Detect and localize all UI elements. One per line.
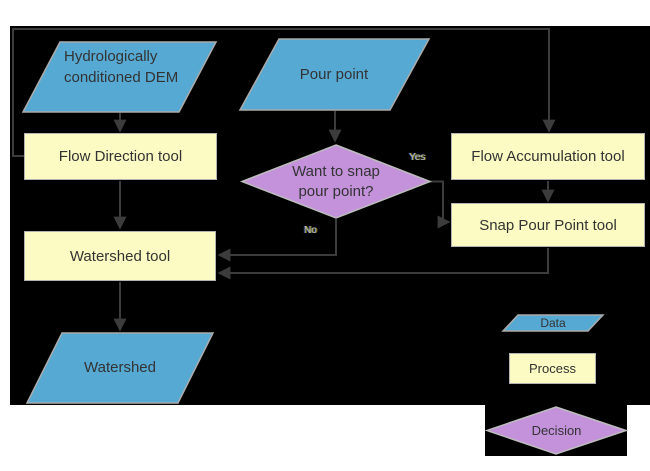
legend-data-shape (501, 314, 605, 332)
edge-snap-pour-point-to-watershed-tool (217, 248, 549, 280)
node-watershed-tool: Watershed tool (24, 231, 216, 281)
node-pour-point-shape (238, 38, 431, 111)
node-flow-direction-tool: Flow Direction tool (24, 133, 217, 180)
node-decision-shape (239, 144, 433, 219)
edge-flow-direction-to-flow-accumulation (12, 28, 556, 157)
legend-process-item: Process (509, 353, 596, 384)
legend-decision-shape (484, 406, 629, 455)
node-flow-accumulation-tool: Flow Accumulation tool (451, 133, 645, 180)
node-watershed-shape (25, 332, 215, 404)
edge-decision-no-to-watershed-tool (217, 219, 337, 262)
edge-decision-yes-to-snap-pour-point (430, 180, 451, 229)
node-dem-shape (21, 41, 218, 113)
node-snap-pour-point-tool: Snap Pour Point tool (451, 203, 645, 247)
